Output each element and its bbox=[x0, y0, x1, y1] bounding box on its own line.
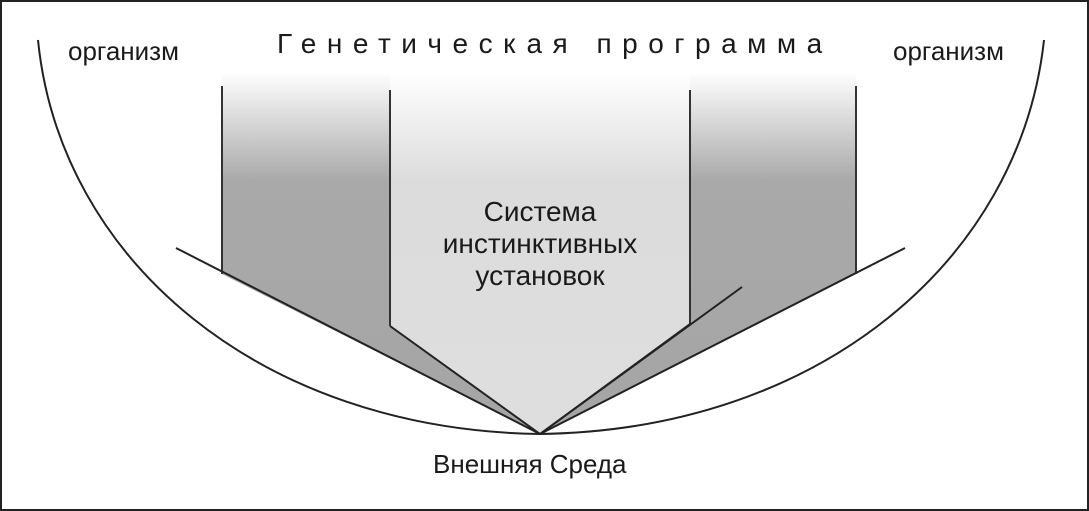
organism-label-right: организм bbox=[893, 36, 1004, 66]
center-band bbox=[390, 72, 690, 434]
external-environment-label: Внешняя Среда bbox=[433, 449, 627, 479]
genetic-program-title: Генетическая программа bbox=[277, 28, 833, 59]
instinct-system-line-1: Система bbox=[483, 196, 597, 227]
left-outer-ray bbox=[175, 247, 541, 435]
instinct-system-label: Система инстинктивных установок bbox=[420, 196, 660, 292]
instinct-system-line-3: установок bbox=[475, 260, 605, 291]
left-inner-ray bbox=[389, 325, 541, 435]
instinct-system-line-2: инстинктивных bbox=[442, 228, 638, 259]
organism-label-left: организм bbox=[68, 36, 179, 66]
left-side-band bbox=[222, 72, 540, 434]
right-middle-ray bbox=[539, 286, 743, 435]
right-side-band bbox=[540, 72, 856, 434]
right-outer-ray bbox=[539, 247, 906, 435]
